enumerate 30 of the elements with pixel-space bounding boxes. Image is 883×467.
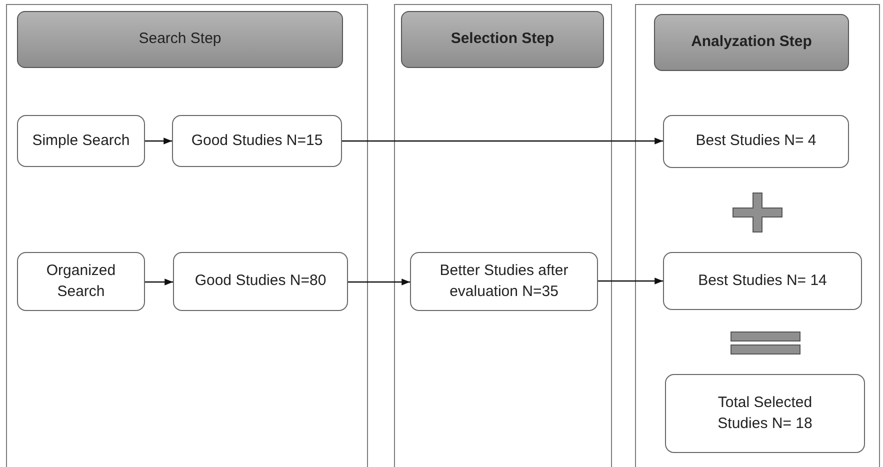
process-box (410, 252, 598, 311)
box-label: Best Studies N= 14 (698, 270, 827, 291)
process-box (173, 252, 348, 311)
column-panel (635, 4, 880, 467)
arrow (145, 278, 173, 286)
box-label: Total Selected Studies N= 18 (716, 393, 814, 434)
box-label: Analyzation Step (691, 32, 812, 52)
process-box (665, 374, 865, 453)
arrow (342, 138, 663, 144)
process-box (17, 115, 145, 167)
box-label: Selection Step (450, 29, 554, 50)
step-header (17, 11, 343, 68)
box-label: Good Studies N=15 (191, 130, 323, 151)
arrow (145, 138, 172, 144)
column-panel (6, 4, 368, 467)
box-label: Simple Search (32, 130, 130, 151)
column-panel (394, 4, 612, 467)
box-label: Good Studies N=80 (194, 271, 326, 292)
box-label: Best Studies N= 4 (696, 131, 816, 152)
process-box (17, 252, 145, 311)
arrow (348, 278, 410, 286)
box-label: Better Studies after evaluation N=35 (438, 261, 570, 302)
box-label: Search Step (138, 29, 222, 50)
process-box (663, 115, 849, 168)
box-label: Organized Search (45, 261, 117, 302)
arrow (598, 278, 663, 284)
step-header (401, 11, 604, 68)
step-header (654, 14, 849, 71)
process-box (663, 252, 862, 310)
process-box (172, 115, 342, 167)
